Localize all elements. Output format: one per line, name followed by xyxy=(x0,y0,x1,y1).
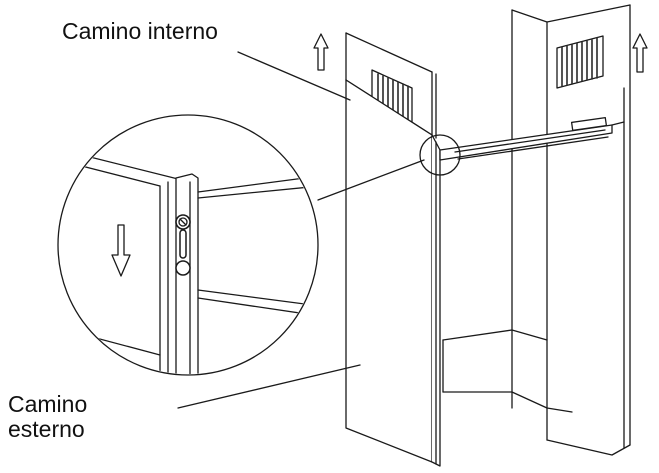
outer-chimney-back xyxy=(442,4,631,456)
screw-icon xyxy=(175,214,191,230)
external-chimney-label-line1: Camino xyxy=(8,391,88,417)
outer-chimney-front xyxy=(345,79,441,467)
internal-chimney-label: Camino interno xyxy=(62,18,218,44)
vent-grille-icon xyxy=(371,69,413,123)
keyhole-slot-icon xyxy=(175,229,191,276)
arrow-up-outline-icon xyxy=(313,33,329,71)
detail-leader-line xyxy=(317,159,425,201)
external-chimney-label-line2: esterno xyxy=(8,416,85,442)
vent-grille-icon xyxy=(556,35,604,89)
external-chimney-leader-line xyxy=(177,364,361,409)
arrow-up-outline-icon xyxy=(632,33,648,73)
cross-bracket xyxy=(439,117,625,161)
arrow-down-outline-icon xyxy=(111,224,131,277)
detail-marker xyxy=(419,134,461,176)
internal-chimney-leader-line xyxy=(237,51,351,101)
detail-magnifier xyxy=(57,114,319,376)
